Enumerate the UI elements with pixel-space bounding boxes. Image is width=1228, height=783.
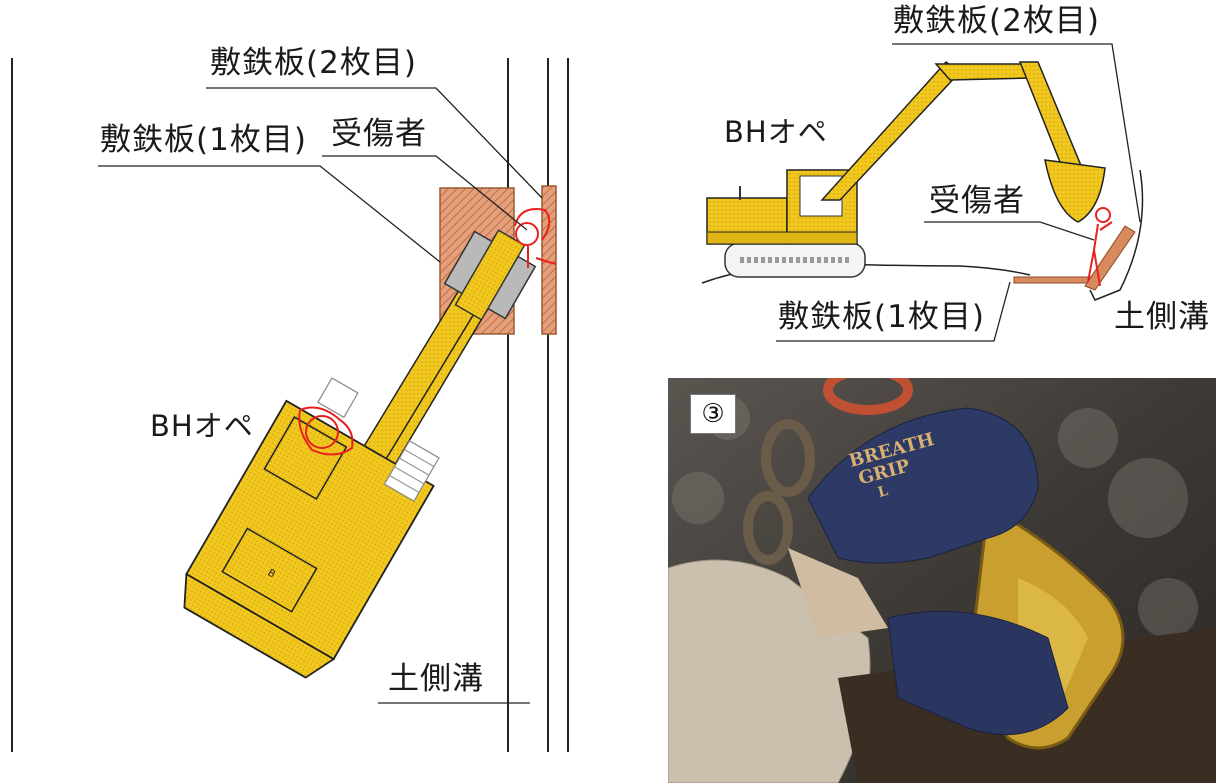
injured-figure-side: [1087, 207, 1113, 287]
leader-plate-1-side: [776, 281, 1011, 342]
leader-plate-2-side: [892, 43, 1141, 223]
label-ditch-right: 土側溝: [1114, 299, 1210, 335]
ditch-wall: [1089, 169, 1144, 301]
label-ditch-left: 土側溝: [388, 661, 484, 697]
right-side-view: [701, 43, 1144, 342]
leader-injured-side: [924, 221, 1095, 241]
leader-plate-1: [98, 165, 441, 263]
label-injured-right: 受傷者: [929, 183, 1025, 219]
steel-plate-1-side: [1013, 276, 1093, 284]
injured-figure-plan: [514, 208, 557, 268]
label-plate-1-left: 敷鉄板(1枚目): [100, 122, 307, 158]
label-plate-2-right: 敷鉄板(2枚目): [893, 3, 1100, 39]
operator-figure-plan: [298, 406, 354, 456]
label-operator-right: BHオペ: [724, 115, 828, 149]
leader-injured: [322, 155, 528, 231]
label-plate-1-right: 敷鉄板(1枚目): [778, 299, 985, 335]
excavator-side: [706, 60, 1106, 245]
label-injured-left: 受傷者: [331, 116, 427, 152]
left-plan-view: B: [11, 58, 569, 752]
label-plate-2-left: 敷鉄板(2枚目): [210, 45, 417, 81]
photo-drawing: [668, 378, 1216, 783]
incident-photo: BREATH GRIP L: [668, 378, 1216, 783]
excavator-plan: B: [183, 229, 537, 679]
excavator-tracks: [724, 242, 866, 278]
cab-mark: B: [266, 568, 278, 581]
label-operator-left: BHオペ: [150, 409, 254, 443]
leader-plate-2: [206, 87, 543, 199]
photo-number-badge: ③: [690, 394, 736, 434]
